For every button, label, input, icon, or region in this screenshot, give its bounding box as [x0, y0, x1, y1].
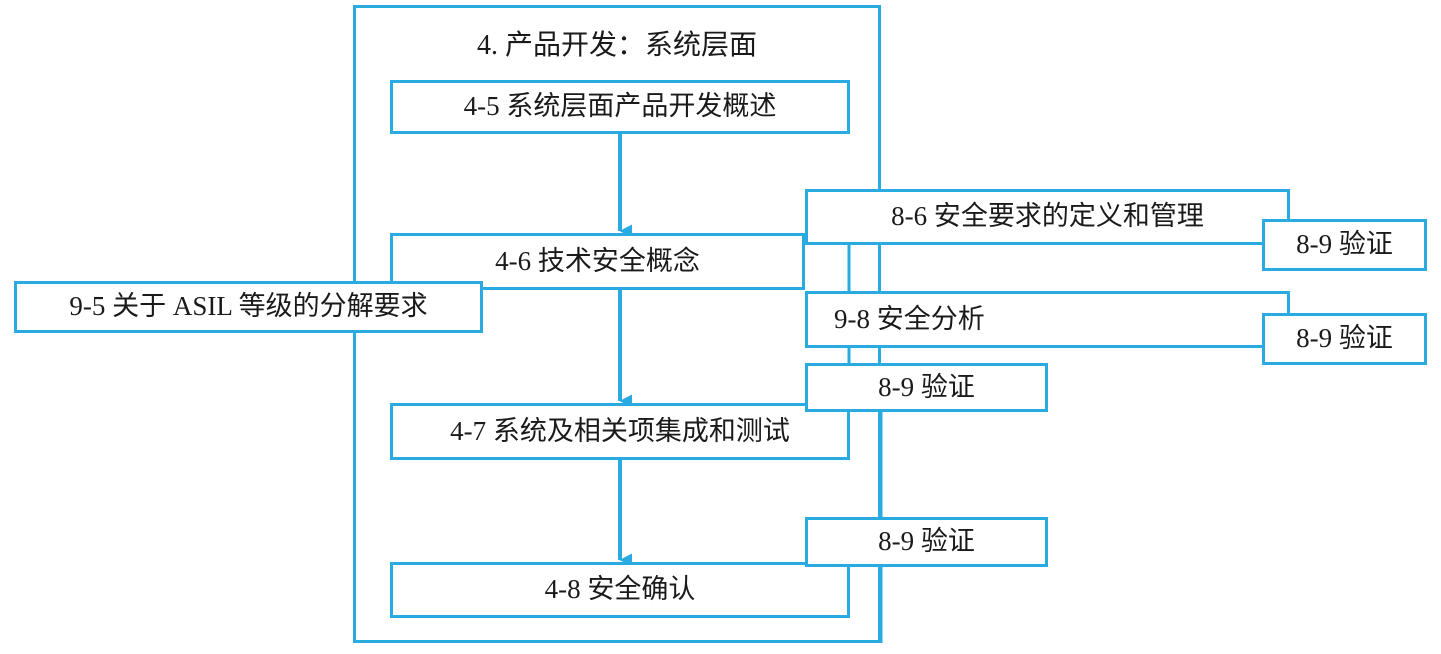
- node-label: 4-5 系统层面产品开发概述: [463, 91, 777, 122]
- node-9-8-safety-analysis[interactable]: 9-8 安全分析: [805, 291, 1290, 348]
- node-8-9-verification-d[interactable]: 8-9 验证: [805, 517, 1048, 567]
- node-label: 9-8 安全分析: [834, 303, 985, 334]
- node-label: 8-6 安全要求的定义和管理: [891, 201, 1204, 232]
- node-4-6-technical-safety-concept[interactable]: 4-6 技术安全概念: [390, 233, 805, 290]
- node-4-8-safety-validation[interactable]: 4-8 安全确认: [390, 562, 850, 618]
- node-label: 9-5 关于 ASIL 等级的分解要求: [69, 291, 428, 322]
- node-label: 4-6 技术安全概念: [495, 245, 700, 276]
- node-label: 8-9 验证: [878, 371, 975, 402]
- node-4-7-system-and-item-integration-and-testing[interactable]: 4-7 系统及相关项集成和测试: [390, 403, 850, 460]
- node-8-9-verification-a[interactable]: 8-9 验证: [1262, 219, 1427, 271]
- node-9-5-asil-decomposition-requirements[interactable]: 9-5 关于 ASIL 等级的分解要求: [14, 281, 483, 333]
- node-label: 4-7 系统及相关项集成和测试: [450, 415, 790, 446]
- node-label: 8-9 验证: [1296, 229, 1393, 260]
- node-8-6-specification-and-management-of-safety-requirements[interactable]: 8-6 安全要求的定义和管理: [805, 189, 1290, 245]
- node-4-5-system-level-product-development-overview[interactable]: 4-5 系统层面产品开发概述: [390, 80, 850, 134]
- container-title: 4. 产品开发：系统层面: [476, 30, 757, 61]
- node-label: 8-9 验证: [1296, 323, 1393, 354]
- node-8-9-verification-b[interactable]: 8-9 验证: [1262, 313, 1427, 365]
- node-label: 4-8 安全确认: [544, 574, 696, 605]
- node-8-9-verification-c[interactable]: 8-9 验证: [805, 363, 1048, 412]
- node-label: 8-9 验证: [878, 526, 975, 557]
